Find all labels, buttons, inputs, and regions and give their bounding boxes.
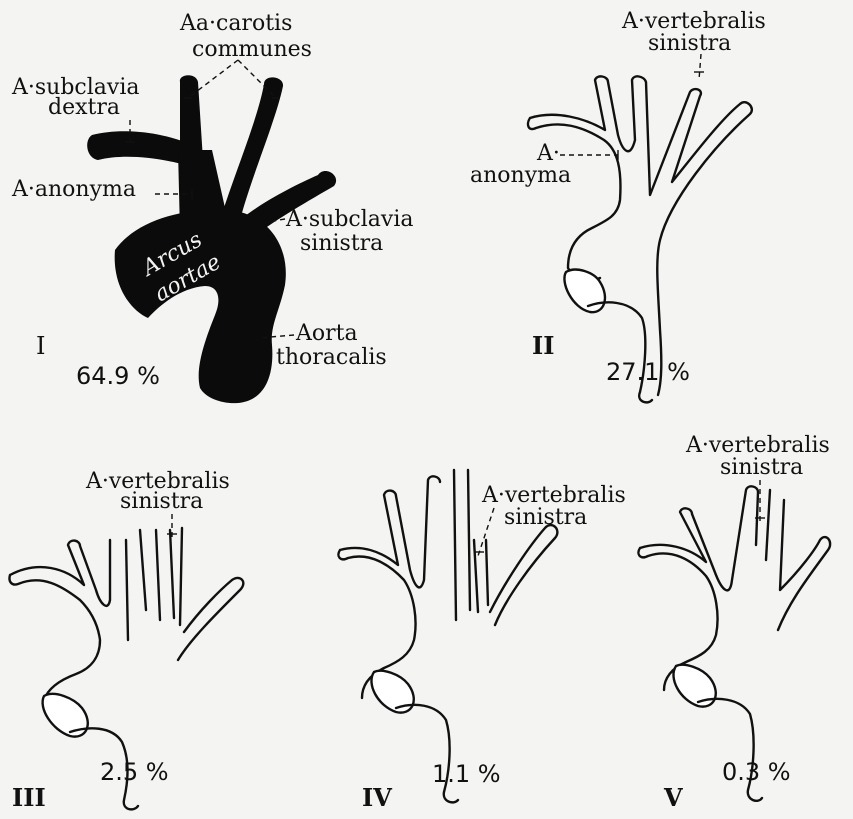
panel-ii-vertebralis-leader (699, 54, 701, 80)
panel-i: Arcus aortae Aa·carotis communes A·subcl… (11, 11, 413, 403)
subclavia-sinistra-label-line2: sinistra (300, 231, 383, 256)
panel-v: A·vertebralis sinistra V 0.3 % (638, 433, 830, 812)
panel-iii-outline (9, 528, 243, 700)
panel-ii-arch-opening (564, 270, 605, 313)
panel-i-roman: I (36, 332, 45, 360)
aorta-label-line1: Aorta (295, 321, 358, 346)
subclavia-dextra-label-line2: dextra (48, 95, 120, 120)
panel-iv-percent: 1.1 % (432, 760, 501, 788)
panel-ii-roman: II (532, 331, 554, 360)
panel-iv: A·vertebralis sinistra IV 1.1 % (338, 470, 625, 812)
panel-ii-vertebralis-label-line2: sinistra (648, 31, 731, 56)
panel-iii: A·vertebralis sinistra III 2.5 % (9, 469, 243, 812)
panel-v-roman: V (663, 783, 683, 812)
panel-v-outline (638, 486, 830, 690)
aorta-label-line2: thoracalis (276, 345, 387, 370)
panel-iii-vertebralis-label-line2: sinistra (120, 489, 203, 514)
subclavia-sinistra-label-line1: A·subclavia (285, 207, 413, 232)
anonyma-label: A·anonyma (11, 177, 136, 202)
carotis-dextra-vessel (180, 75, 203, 162)
panel-ii-outline (528, 76, 752, 395)
panel-iii-roman: III (12, 783, 46, 812)
carotis-label-line2: communes (192, 37, 312, 62)
panel-iv-roman: IV (362, 783, 392, 812)
panel-ii: A·vertebralis sinistra A· anonyma II 27.… (470, 9, 766, 402)
panel-iii-percent: 2.5 % (100, 758, 169, 786)
panel-ii-arch-body (588, 302, 652, 402)
panel-v-percent: 0.3 % (722, 758, 791, 786)
panel-ii-anonyma-label-line2: anonyma (470, 163, 571, 188)
panel-i-percent: 64.9 % (76, 362, 160, 390)
panel-v-vertebralis-label-line2: sinistra (720, 455, 803, 480)
panel-iv-vertebralis-label-line2: sinistra (504, 505, 587, 530)
carotis-label-line1: Aa·carotis (179, 11, 292, 36)
panel-ii-percent: 27.1 % (606, 358, 690, 386)
